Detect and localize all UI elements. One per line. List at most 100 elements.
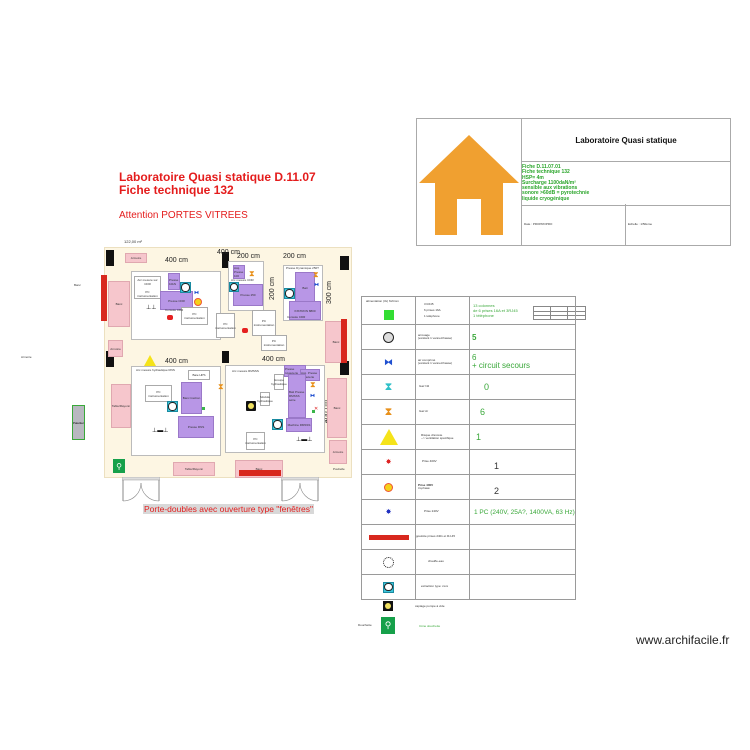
double-door-right[interactable] bbox=[280, 476, 320, 502]
wall-pillar bbox=[340, 256, 349, 270]
scale-label: Echelle : 1/50ème bbox=[628, 221, 653, 226]
dim-bottom-right-width: 400 cm bbox=[262, 356, 285, 363]
room-5: Arc mesure RMSSS Groupe hydraulique Modu… bbox=[225, 365, 325, 453]
left-bench: Banc bbox=[108, 281, 130, 327]
extraction-icon bbox=[383, 581, 394, 593]
legend-row: goulotte prises 240v et RJ-45 bbox=[361, 524, 576, 550]
water-heater-icon bbox=[383, 556, 394, 568]
wall-pillar bbox=[340, 361, 349, 375]
emergency-shower-icon: ⚲ bbox=[113, 459, 125, 473]
socket-240v-icon: ✸ bbox=[385, 509, 392, 516]
vacuum-pump-icon bbox=[383, 601, 393, 611]
left-far-label: Armoire bbox=[21, 355, 32, 359]
socket-240v-icon: ✕ bbox=[314, 406, 319, 412]
legend-row: Risque d'anoxie--> ventilation spécifiqu… bbox=[361, 424, 576, 450]
date-label: Date : PROPROPRO bbox=[524, 221, 553, 226]
dim-bottom-left-width: 400 cm bbox=[165, 358, 188, 365]
room-1: Arc mesure sur CDR PC instrumentation Pr… bbox=[131, 271, 221, 340]
socket-400v-icon bbox=[167, 315, 173, 320]
legend-row: ✸ Prise 400V 1 bbox=[361, 449, 576, 475]
legend-row: ✸ Prise 240V 1 PC (240V, 25A?, 1400VA, 6… bbox=[361, 499, 576, 525]
logo-cell bbox=[417, 119, 522, 245]
scale-cell: Echelle : 1/50ème bbox=[626, 204, 730, 245]
legend-row: ⧗ Gaz N2 0 bbox=[361, 374, 576, 400]
room4-traction-bench: Banc traction bbox=[181, 382, 202, 414]
compressed-air-icon: ⧓ bbox=[310, 393, 315, 399]
socket-400v-triphase-icon bbox=[194, 298, 202, 306]
power-strip-icon bbox=[368, 534, 409, 540]
room4-baie: Baie HPS bbox=[188, 370, 210, 380]
room5-hydraulic-module: Module hydraulique bbox=[257, 392, 273, 406]
left-outer-label: Banc bbox=[74, 283, 81, 287]
doors-caption: Porte-doubles avec ouverture type "fenêt… bbox=[143, 504, 315, 514]
room2-pc-desk-2: PC instrumentation bbox=[252, 310, 276, 336]
vacuum-pump-icon bbox=[246, 401, 256, 411]
room5-title: Arc mesure RMSSS bbox=[232, 369, 259, 373]
dim-right-room-height: 300 cm bbox=[326, 281, 333, 304]
room2-pc-desk: PC instrumentation bbox=[215, 313, 236, 338]
compressed-air-icon: ⧓ bbox=[194, 290, 199, 296]
wall-pillar bbox=[106, 351, 114, 367]
dim-top-mid-left: 200 cm bbox=[237, 253, 260, 260]
compressed-air-icon: ⧓ bbox=[384, 356, 393, 367]
room3-extraction-icon bbox=[284, 288, 295, 299]
note-line: Fiche D.11.07.01 bbox=[522, 164, 561, 170]
gas-ar-icon: ⧗ bbox=[249, 269, 255, 278]
room5-machine: Machine RMSSS bbox=[286, 418, 312, 432]
room-2: Acq. Presse 100 Arc mesure CDR Presse 25… bbox=[228, 261, 264, 311]
gas-ar-icon: ⧗ bbox=[384, 405, 393, 418]
room5-pc-desk: PC instrumentation bbox=[245, 432, 266, 450]
stool-icon: ⊥▬⊥ bbox=[296, 437, 313, 443]
plan-title: Laboratoire Quasi statique D.11.07 Fiche… bbox=[119, 171, 316, 196]
right-power-strip bbox=[341, 319, 347, 363]
stool-icon: ⊥▬⊥ bbox=[152, 428, 169, 434]
vacuum-pump-label: captage pompe à vide bbox=[415, 604, 445, 608]
gas-ar-icon: ⧗ bbox=[218, 382, 224, 391]
legend-row: arrosage(existant 1 vanne/chasse) 5 bbox=[361, 324, 576, 350]
plan-title-line1: Laboratoire Quasi statique D.11.07 bbox=[119, 170, 316, 184]
title-cell: Laboratoire Quasi statique bbox=[522, 119, 730, 162]
room2-press: Presse 250 bbox=[233, 284, 263, 306]
gas-ar-icon: ⧗ bbox=[310, 380, 316, 389]
room3-console-label: Console CDR bbox=[287, 315, 306, 319]
note-line: HSP= 4m bbox=[522, 174, 544, 181]
shower-side-label: Douchette bbox=[358, 623, 372, 627]
house-icon bbox=[419, 135, 519, 235]
room1-console-label: Console CDR bbox=[165, 308, 184, 312]
note-line: sonore >60dB = pyrotechnie bbox=[522, 190, 590, 197]
title-block: Laboratoire Quasi statique Fiche D.11.07… bbox=[416, 118, 731, 246]
right-bench-bottom: Banc bbox=[327, 378, 347, 438]
bottom-right-label: Poubelle bbox=[333, 467, 345, 471]
note-line: Fiche technique 132 bbox=[522, 169, 570, 176]
socket-400v-triphase-icon bbox=[384, 482, 393, 492]
central-pc-desk: PC instrumentation bbox=[261, 335, 287, 351]
wall-pillar bbox=[106, 250, 114, 266]
watermark: www.archifacile.fr bbox=[636, 633, 730, 647]
left-cabinet: Armoire bbox=[108, 340, 123, 357]
network-outlet-icon bbox=[383, 310, 394, 320]
dim-top-cut: 400 cm bbox=[217, 249, 240, 256]
room4-press: Presse RNS bbox=[178, 416, 214, 438]
room1-press-main: Presse CDR bbox=[160, 291, 193, 310]
floorplan: 400 cm 400 cm 200 cm 200 cm 300 cm 200 c… bbox=[101, 247, 352, 478]
room3-instron: INSTRON 8800 bbox=[289, 301, 321, 320]
network-outlet-icon bbox=[202, 407, 205, 410]
compressed-air-icon: ⧓ bbox=[314, 282, 319, 288]
room5-frame: Bati Presse RMSSS série bbox=[288, 374, 306, 418]
bottom-power-strip bbox=[239, 470, 281, 476]
legend-row: alimentation (3x) 6x6mm 3 RJ45 6 prises … bbox=[361, 296, 576, 325]
glass-door-warning: Attention PORTES VITREES bbox=[119, 210, 248, 221]
dim-top-mid-right: 200 cm bbox=[283, 253, 306, 260]
anoxia-warning-icon bbox=[144, 355, 156, 366]
note-line: liquide cryogénique bbox=[522, 195, 570, 202]
room-4: Arc mesure hydraulique RNS Baie HPS PC i… bbox=[131, 366, 221, 456]
double-door-left[interactable] bbox=[121, 476, 161, 502]
plan-title-line2: Fiche technique 132 bbox=[119, 182, 234, 197]
top-cabinet: Armoire bbox=[125, 253, 147, 263]
date-cell: Date : PROPROPRO bbox=[522, 204, 626, 245]
bottom-table-left: Table/Rayonn bbox=[173, 462, 215, 476]
legend-row: ⧗ Gaz Ar 6 bbox=[361, 399, 576, 425]
shower-label: Cône douchette bbox=[419, 624, 441, 628]
pallet-rack: Palettier bbox=[72, 405, 85, 440]
